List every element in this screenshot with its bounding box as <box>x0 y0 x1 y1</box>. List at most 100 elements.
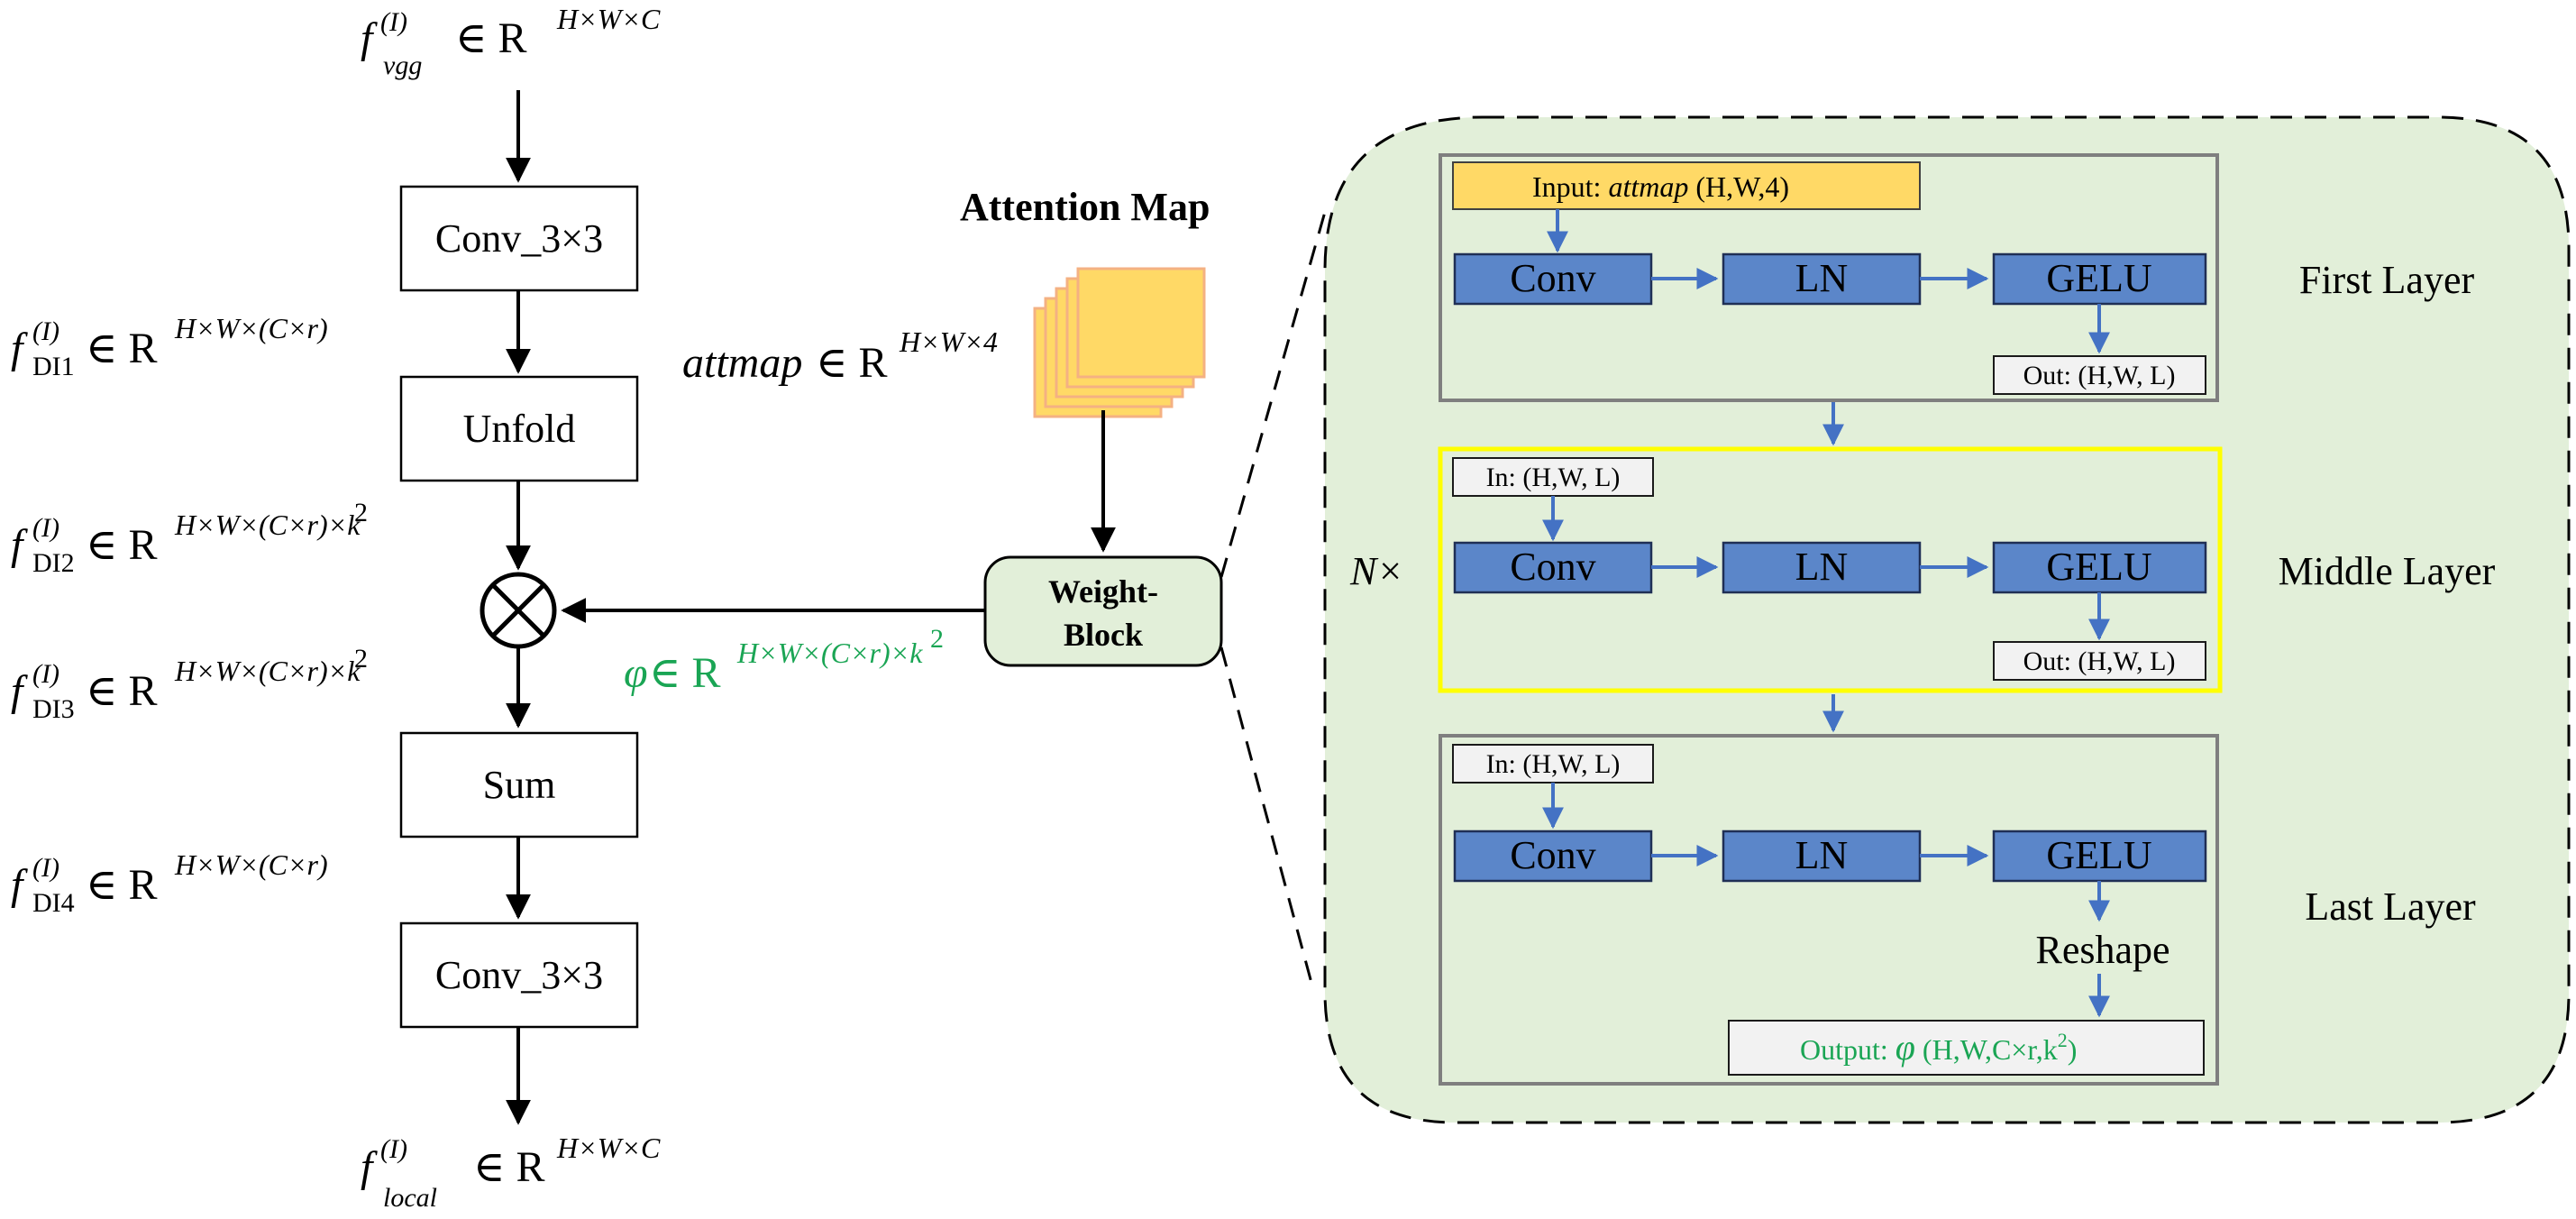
svg-text:In: (H,W, L): In: (H,W, L) <box>1486 749 1621 779</box>
svg-text:Unfold: Unfold <box>463 407 576 451</box>
svg-text:∈ R: ∈ R <box>455 14 527 62</box>
svg-text:H×W×(C×r): H×W×(C×r) <box>174 848 328 881</box>
svg-text:LN: LN <box>1795 833 1849 877</box>
zoom-line-bottom <box>1219 646 1313 984</box>
svg-text:vgg: vgg <box>383 50 422 80</box>
svg-text:(I): (I) <box>32 316 59 346</box>
svg-text:local: local <box>383 1183 437 1213</box>
first-layer-frame <box>1439 153 2219 402</box>
last-ln-block <box>1722 829 1922 883</box>
svg-text:φ: φ <box>624 649 648 697</box>
repeat-count-label: N× <box>1349 549 1403 593</box>
multiply-operator <box>480 572 557 649</box>
attention-map-title: Attention Map <box>960 185 1210 229</box>
first-ln-block <box>1722 252 1922 306</box>
svg-text:Out: (H,W, L): Out: (H,W, L) <box>2023 646 2176 676</box>
svg-text:(I): (I) <box>380 7 407 37</box>
svg-text:attmap: attmap <box>682 339 802 387</box>
svg-text:Weight-: Weight- <box>1048 573 1158 610</box>
first-conv-block <box>1453 252 1653 306</box>
svg-text:GELU: GELU <box>2046 256 2151 300</box>
unfold-block: Unfold <box>399 375 639 482</box>
conv1-block: Conv_3×3 <box>399 185 639 292</box>
feature-di1-label: f (I) DI1 ∈ R H×W×(C×r) <box>11 312 328 381</box>
first-gelu-block <box>1992 252 2207 306</box>
svg-text:(I): (I) <box>32 853 59 883</box>
output-feature-label: f (I) local ∈ R H×W×C <box>361 1132 661 1213</box>
first-layer-input-text: Input: attmap (H,W,4) <box>1532 170 1789 203</box>
middle-out-box <box>1993 641 2206 681</box>
last-output-box <box>1728 1020 2205 1076</box>
middle-layer-frame <box>1438 446 2223 693</box>
svg-text:f: f <box>361 14 378 62</box>
last-layer-frame <box>1439 734 2219 1086</box>
last-output-text: Output: φ (H,W,C×r,k2) <box>1800 1027 2077 1068</box>
svg-text:H×W×C: H×W×C <box>556 1132 661 1164</box>
svg-text:∈ R: ∈ R <box>86 861 158 909</box>
svg-text:Out: (H,W, L): Out: (H,W, L) <box>2023 361 2176 390</box>
feature-di2-label: f (I) DI2 ∈ R H×W×(C×r)×k 2 <box>11 498 368 578</box>
feature-di4-label: f (I) DI4 ∈ R H×W×(C×r) <box>11 848 328 918</box>
conv2-block: Conv_3×3 <box>399 921 639 1029</box>
svg-text:DI1: DI1 <box>32 352 75 381</box>
last-conv-block <box>1453 829 1653 883</box>
svg-text:f: f <box>11 667 28 715</box>
svg-text:In: (H,W, L): In: (H,W, L) <box>1486 463 1621 492</box>
first-layer-input-box <box>1452 161 1921 210</box>
phi-weight-label: φ ∈ R H×W×(C×r)×k 2 <box>624 624 944 697</box>
svg-text:DI2: DI2 <box>32 548 75 578</box>
middle-layer: In: (H,W, L) Conv LN GELU Out: (H,W, L) … <box>1438 446 2496 693</box>
last-gelu-block <box>1992 829 2207 883</box>
svg-text:f: f <box>11 325 28 372</box>
first-layer: Input: attmap (H,W,4) Conv LN GELU Out: … <box>1439 153 2474 402</box>
attention-map-stack-icon <box>1033 267 1206 418</box>
svg-text:H×W×4: H×W×4 <box>899 325 998 358</box>
svg-text:GELU: GELU <box>2046 545 2151 589</box>
feature-di3-label: f (I) DI3 ∈ R H×W×(C×r)×k 2 <box>11 644 368 724</box>
reshape-label: Reshape <box>2035 928 2170 972</box>
svg-text:f: f <box>11 861 28 909</box>
middle-ln-block <box>1722 541 1922 594</box>
input-feature-label: f (I) vgg ∈ R H×W×C <box>361 3 661 80</box>
svg-text:2: 2 <box>354 498 368 527</box>
svg-text:2: 2 <box>354 644 368 674</box>
svg-text:Conv: Conv <box>1510 545 1595 589</box>
svg-text:LN: LN <box>1795 545 1849 589</box>
svg-text:Conv_3×3: Conv_3×3 <box>435 216 603 261</box>
svg-text:H×W×(C×r)×k: H×W×(C×r)×k <box>174 655 361 687</box>
attmap-label: attmap ∈ R H×W×4 <box>682 325 998 387</box>
sum-block: Sum <box>399 731 639 839</box>
last-layer: In: (H,W, L) Conv LN GELU Reshape Output… <box>1439 734 2476 1086</box>
svg-text:Conv_3×3: Conv_3×3 <box>435 953 603 997</box>
svg-text:H×W×C: H×W×C <box>556 3 661 35</box>
svg-text:(I): (I) <box>32 513 59 543</box>
svg-text:LN: LN <box>1795 256 1849 300</box>
svg-text:(I): (I) <box>32 659 59 689</box>
svg-text:Conv: Conv <box>1510 833 1595 877</box>
svg-text:GELU: GELU <box>2046 833 2151 877</box>
svg-text:DI3: DI3 <box>32 694 75 724</box>
weight-block: Weight- Block <box>983 555 1223 667</box>
first-out-box <box>1993 355 2206 395</box>
svg-text:DI4: DI4 <box>32 888 75 918</box>
svg-text:Conv: Conv <box>1510 256 1595 300</box>
svg-text:∈ R: ∈ R <box>86 521 158 569</box>
svg-text:Sum: Sum <box>483 763 556 807</box>
svg-text:H×W×(C×r)×k: H×W×(C×r)×k <box>174 509 361 541</box>
zoom-line-top <box>1219 211 1327 578</box>
svg-text:2: 2 <box>930 624 944 654</box>
svg-text:∈ R: ∈ R <box>816 339 888 387</box>
svg-text:∈ R: ∈ R <box>86 667 158 715</box>
middle-in-box <box>1452 457 1654 497</box>
svg-text:H×W×(C×r)×k: H×W×(C×r)×k <box>736 637 923 669</box>
svg-text:Block: Block <box>1064 617 1143 653</box>
svg-text:(I): (I) <box>380 1134 407 1164</box>
svg-text:f: f <box>361 1143 378 1191</box>
last-layer-name: Last Layer <box>2305 884 2476 929</box>
svg-text:∈ R: ∈ R <box>473 1143 545 1191</box>
svg-text:H×W×(C×r): H×W×(C×r) <box>174 312 328 344</box>
svg-text:f: f <box>11 521 28 569</box>
middle-conv-block <box>1453 541 1653 594</box>
middle-gelu-block <box>1992 541 2207 594</box>
